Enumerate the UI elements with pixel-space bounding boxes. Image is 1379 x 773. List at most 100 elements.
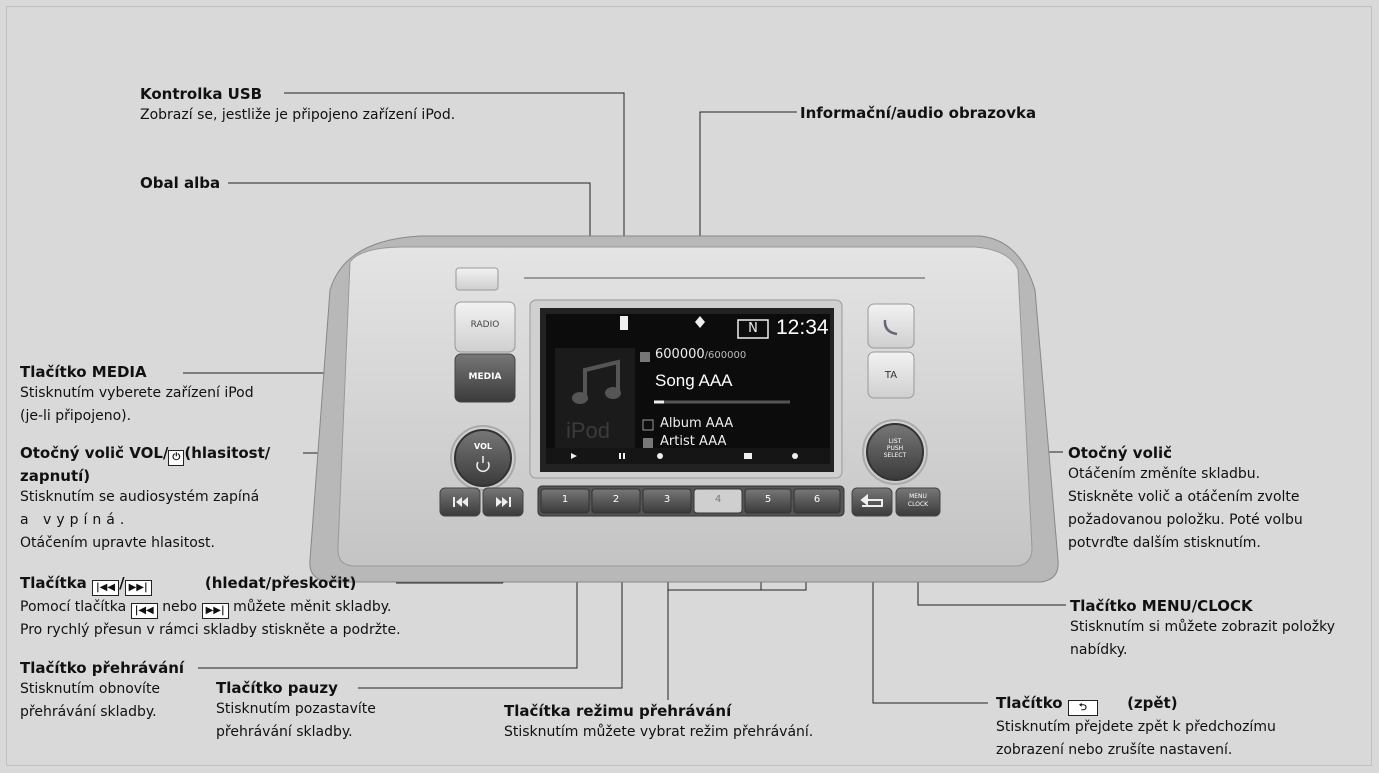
callout-knob-line-4: potvrďte dalším stisknutím. [1068,535,1261,551]
callout-play: Tlačítko přehrávání Stisknutím obnovíte … [20,658,184,724]
vol-power-icon [476,456,490,472]
callout-pause-line-1: Stisknutím pozastavíte [216,701,376,717]
back-button-shape [851,487,893,517]
callout-vol-line-1: Stisknutím se audiosystém zapíná [20,489,260,505]
callout-media-title: Tlačítko MEDIA [20,363,147,381]
callout-seek-line-1a: Pomocí tlačítka [20,599,127,615]
figure-frame [6,6,1372,766]
callout-knob-line-2: Stiskněte volič a otáčením zvolte [1068,489,1300,505]
menu-label: MENU [909,493,927,500]
callout-seek-line-2: Pro rychlý přesun v rámci skladby stiskn… [20,622,401,638]
callout-display-title: Informační/audio obrazovka [800,104,1037,122]
ta-button-shape [867,351,915,399]
callout-menu: Tlačítko MENU/CLOCK Stisknutím si můžete… [1070,596,1335,662]
callout-mode-line-1: Stisknutím můžete vybrat režim přehráván… [504,724,814,740]
usb-icon [620,316,628,330]
seek-next-button[interactable] [483,488,523,516]
callout-seek-line-1c: můžete měnit skladby. [233,599,392,615]
album-icon [642,419,654,431]
seek-prev-glyph-icon: |◀◀ [92,580,120,596]
callout-seek-line-1: Pomocí tlačítka |◀◀ nebo ▶▶| můžete měni… [20,596,401,619]
radio-button[interactable]: RADIO [470,320,500,330]
callout-album-art-title: Obal alba [140,174,221,192]
vol-knob[interactable]: VOL [474,442,492,451]
preset-button-5[interactable]: 5 [764,494,772,505]
screen-softkey-bar [546,448,830,464]
seek-next-inline-icon: ▶▶| [201,603,229,619]
callout-play-title: Tlačítko přehrávání [20,659,185,677]
back-button[interactable] [852,488,892,516]
callout-media: Tlačítko MEDIA Stisknutím vyberete zaříz… [20,362,254,428]
callout-vol-line-3: Otáčením upravte hlasitost. [20,535,215,551]
callout-play-line-2: přehrávání skladby. [20,704,157,720]
select-knob-label-list: LIST [888,438,902,445]
callout-seek-line-1b: nebo [162,599,198,615]
callout-back-title-a: Tlačítko [996,694,1063,712]
ta-button[interactable]: TA [884,370,898,381]
callout-usb: Kontrolka USB Zobrazí se, jestliže je př… [140,84,455,127]
display-marker-icon [695,316,705,328]
callout-vol-line-2: a vypíná. [20,512,130,528]
callout-knob: Otočný volič Otáčením změníte skladbu. S… [1068,443,1303,555]
album-art [555,348,635,448]
preset-button-6[interactable]: 6 [813,494,821,505]
callout-menu-title: Tlačítko MENU/CLOCK [1070,597,1253,615]
seek-prev-button[interactable] [440,488,480,516]
callout-vol-title: Otočný volič VOL/⏻(hlasitost/ [20,443,270,466]
artist-icon [643,438,653,448]
callout-seek-title-a: Tlačítka [20,574,87,592]
radio-button-shape [454,301,516,353]
seek-prev-inline-icon: |◀◀ [130,603,158,619]
media-button[interactable]: MEDIA [468,372,502,382]
menu-clock-button[interactable]: MENU CLOCK [896,493,940,509]
menu-button-shape [895,487,941,517]
track-icon [640,352,650,362]
top-small-button [455,267,499,291]
select-knob-label-push: PUSH [886,445,904,452]
preset-button-1[interactable]: 1 [561,494,569,505]
preset-button-3[interactable]: 3 [663,494,671,505]
album-art-note-icon [583,359,620,395]
callout-pause: Tlačítko pauzy Stisknutím pozastavíte př… [216,678,376,744]
select-knob-shape [866,423,924,481]
back-glyph-icon: ⮌ [1067,700,1098,716]
callout-seek-title-b: (hledat/přeskočit) [204,574,357,592]
callout-play-line-1: Stisknutím obnovíte [20,681,161,697]
preset-button-2[interactable]: 2 [612,494,620,505]
select-knob-label-select: SELECT [883,452,907,459]
callout-vol-title-c: zapnutí) [20,467,91,485]
preset-button-4[interactable]: 4 [714,494,722,505]
softkey-shuffle-all-icon [792,453,798,459]
phone-button[interactable] [868,304,914,348]
media-button-shape [454,353,516,403]
callout-knob-line-1: Otáčením změníte skladbu. [1068,466,1261,482]
callout-mode-title: Tlačítka režimu přehrávání [504,702,732,720]
select-knob[interactable]: LIST PUSH SELECT [875,438,915,459]
seek-next-glyph-icon: ▶▶| [124,580,152,596]
callout-knob-title: Otočný volič [1068,444,1173,462]
callout-knob-line-3: požadovanou položku. Poté volbu [1068,512,1303,528]
callout-mode: Tlačítka režimu přehrávání Stisknutím mů… [504,701,813,744]
callout-usb-title: Kontrolka USB [140,85,263,103]
seek-next-icon [496,497,511,507]
power-icon: ⏻ [168,450,185,466]
callout-media-line-1: Stisknutím vyberete zařízení iPod [20,385,254,401]
callout-back: Tlačítko ⮌ (zpět) Stisknutím přejdete zp… [996,693,1276,762]
softkey-repeat-icon [657,453,663,459]
softkey-shuffle-icon [744,453,752,459]
callout-back-line-2: zobrazení nebo zrušíte nastavení. [996,742,1233,758]
callout-back-title: Tlačítko ⮌ (zpět) [996,693,1276,716]
seek-prev-icon [453,497,468,507]
callout-back-title-b: (zpět) [1127,694,1178,712]
callout-seek: Tlačítka |◀◀/▶▶| (hledat/přeskočit) Pomo… [20,573,401,642]
phone-button-shape [867,303,915,349]
callout-vol-title-b: (hlasitost/ [184,444,271,462]
callout-menu-line-1: Stisknutím si můžete zobrazit položky [1070,619,1336,635]
callout-media-line-2: (je-li připojeno). [20,408,132,424]
softkey-pause-icon [619,453,625,459]
callout-menu-line-2: nabídky. [1070,642,1128,658]
callout-pause-title: Tlačítko pauzy [216,679,338,697]
callout-vol-title-a: Otočný volič VOL/ [20,444,169,462]
callout-usb-text: Zobrazí se, jestliže je připojeno zaříze… [140,107,456,123]
